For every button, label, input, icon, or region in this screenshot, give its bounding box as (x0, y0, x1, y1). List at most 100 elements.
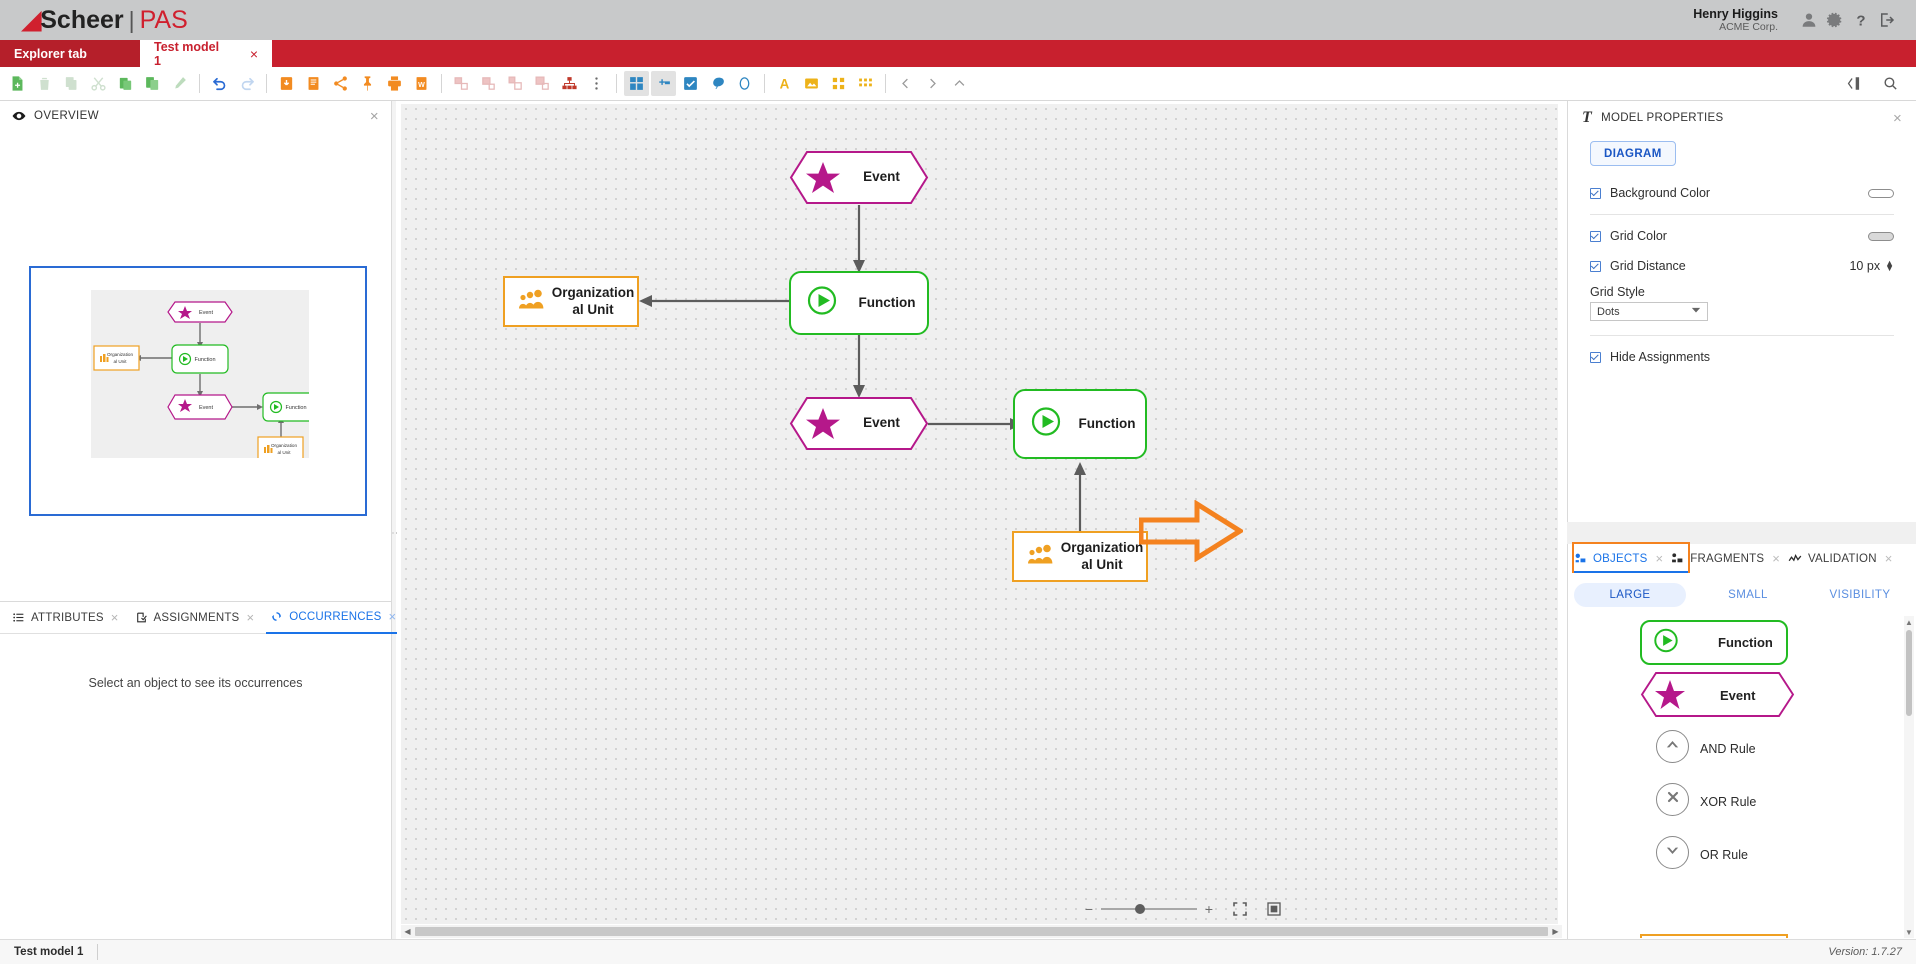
cut-icon[interactable] (86, 71, 111, 96)
next-icon[interactable] (920, 71, 945, 96)
background-color-swatch[interactable] (1868, 188, 1894, 198)
object-item-event[interactable]: Event (1568, 669, 1905, 722)
print-icon[interactable] (382, 71, 407, 96)
segment-small[interactable]: SMALL (1728, 589, 1768, 601)
save-icon[interactable] (274, 71, 299, 96)
diagram-node-org-unit-bottom[interactable]: Organization al Unit (1012, 531, 1148, 582)
paste-icon[interactable] (113, 71, 138, 96)
align-top-icon[interactable] (530, 71, 555, 96)
more-icon[interactable] (584, 71, 609, 96)
tab-test-model-1[interactable]: Test model 1 × (140, 40, 272, 68)
hierarchy-icon[interactable] (557, 71, 582, 96)
tab-close-icon[interactable]: × (249, 45, 258, 62)
overview-close-icon[interactable]: × (369, 107, 379, 125)
objects-scroll-thumb[interactable] (1906, 630, 1912, 716)
new-icon[interactable] (5, 71, 30, 96)
diagram-node-event-bottom[interactable]: Event (789, 396, 929, 451)
collapse-panel-icon[interactable] (1841, 71, 1866, 96)
diagram-node-org-unit-left[interactable]: Organization al Unit (503, 276, 639, 327)
tab-objects-close-icon[interactable]: × (1655, 551, 1664, 566)
user-info: Henry Higgins ACME Corp. (1693, 7, 1778, 33)
overview-minimap[interactable]: Event Function Organization al Unit Even… (29, 266, 367, 516)
zoom-out-button[interactable]: − (1084, 901, 1094, 917)
word-export-icon[interactable]: W (409, 71, 434, 96)
center-icon[interactable] (1263, 898, 1285, 920)
grid-dots-icon[interactable] (853, 71, 878, 96)
diagram-node-function-bottom[interactable]: Function (1013, 389, 1147, 459)
format-painter-icon[interactable] (167, 71, 192, 96)
share-icon[interactable] (328, 71, 353, 96)
align-bottom-icon[interactable] (503, 71, 528, 96)
help-icon[interactable]: ? (1848, 7, 1874, 33)
diagram-node-function-top[interactable]: Function (789, 271, 929, 335)
object-item-function[interactable]: Function (1568, 616, 1905, 669)
grid-small-icon[interactable] (826, 71, 851, 96)
panel-resize-grip-vertical[interactable]: ⋮ (390, 528, 402, 538)
prev-icon[interactable] (893, 71, 918, 96)
background-color-checkbox[interactable] (1590, 187, 1601, 199)
grid-distance-checkbox[interactable] (1590, 260, 1601, 272)
scroll-left-icon[interactable]: ◀ (404, 927, 411, 936)
zoom-in-button[interactable]: + (1204, 901, 1214, 917)
objects-list-scrollbar[interactable]: ▲ ▼ (1904, 616, 1914, 938)
redo-icon[interactable] (234, 71, 259, 96)
tab-objects[interactable]: OBJECTS × (1574, 544, 1671, 573)
object-item-partial-next[interactable] (1640, 934, 1788, 938)
align-left-icon[interactable] (449, 71, 474, 96)
gear-icon[interactable] (1822, 7, 1848, 33)
tab-attributes[interactable]: ATTRIBUTES × (8, 602, 131, 634)
comment-icon[interactable] (732, 71, 757, 96)
delete-icon[interactable] (32, 71, 57, 96)
grid-distance-stepper[interactable]: ▲▼ (1885, 258, 1894, 273)
tab-validation-close-icon[interactable]: × (1884, 551, 1893, 566)
tab-assignments-close-icon[interactable]: × (246, 610, 255, 625)
scroll-up-icon[interactable]: ▲ (1905, 617, 1913, 627)
copy-icon[interactable] (59, 71, 84, 96)
hide-assignments-checkbox[interactable] (1590, 351, 1601, 363)
svg-text:Organization: Organization (107, 352, 133, 357)
image-icon[interactable] (799, 71, 824, 96)
align-right-icon[interactable] (476, 71, 501, 96)
grid-color-checkbox[interactable] (1590, 230, 1601, 242)
text-color-icon[interactable]: A (772, 71, 797, 96)
logout-icon[interactable] (1874, 7, 1900, 33)
objects-list[interactable]: Function Event AND Rule (1568, 616, 1905, 938)
segment-visibility[interactable]: VISIBILITY (1829, 589, 1891, 601)
collapse-icon[interactable] (947, 71, 972, 96)
pin-icon[interactable] (355, 71, 380, 96)
layout-grid-icon[interactable] (624, 71, 649, 96)
zoom-slider-track[interactable] (1101, 904, 1197, 914)
scroll-thumb[interactable] (415, 927, 1548, 936)
object-item-and-rule[interactable]: AND Rule (1568, 722, 1905, 775)
tab-assignments[interactable]: ASSIGNMENTS × (131, 602, 267, 634)
check-icon[interactable] (678, 71, 703, 96)
canvas-horizontal-scrollbar[interactable]: ◀ ▶ (401, 925, 1562, 938)
tab-occurrences-close-icon[interactable]: × (388, 609, 397, 624)
object-item-or-rule[interactable]: OR Rule (1568, 828, 1905, 881)
search-icon[interactable] (1878, 71, 1903, 96)
document-icon[interactable] (301, 71, 326, 96)
duplicate-icon[interactable] (140, 71, 165, 96)
lasso-icon[interactable] (705, 71, 730, 96)
fit-screen-icon[interactable] (1229, 898, 1251, 920)
undo-icon[interactable] (207, 71, 232, 96)
scroll-down-icon[interactable]: ▼ (1905, 927, 1913, 937)
diagram-node-event-top[interactable]: Event (789, 150, 929, 205)
tab-attributes-close-icon[interactable]: × (110, 610, 119, 625)
object-item-xor-rule[interactable]: XOR Rule (1568, 775, 1905, 828)
grid-style-select[interactable]: Dots (1590, 302, 1708, 321)
insert-icon[interactable] (651, 71, 676, 96)
tab-fragments-close-icon[interactable]: × (1772, 551, 1781, 566)
diagram-canvas[interactable]: Event Function Organization al Unit Even… (401, 104, 1558, 924)
scroll-right-icon[interactable]: ▶ (1552, 927, 1559, 936)
zoom-slider-knob[interactable] (1135, 904, 1145, 914)
segment-large[interactable]: LARGE (1574, 583, 1686, 607)
grid-color-swatch[interactable] (1868, 231, 1894, 241)
diagram-button[interactable]: DIAGRAM (1590, 141, 1676, 166)
model-properties-close-icon[interactable]: × (1892, 109, 1902, 127)
tab-occurrences[interactable]: OCCURRENCES × (266, 602, 409, 634)
user-icon[interactable] (1796, 7, 1822, 33)
tab-fragments[interactable]: FRAGMENTS × (1671, 544, 1788, 573)
tab-validation[interactable]: VALIDATION × (1788, 544, 1900, 573)
tab-explorer[interactable]: Explorer tab (0, 40, 140, 67)
